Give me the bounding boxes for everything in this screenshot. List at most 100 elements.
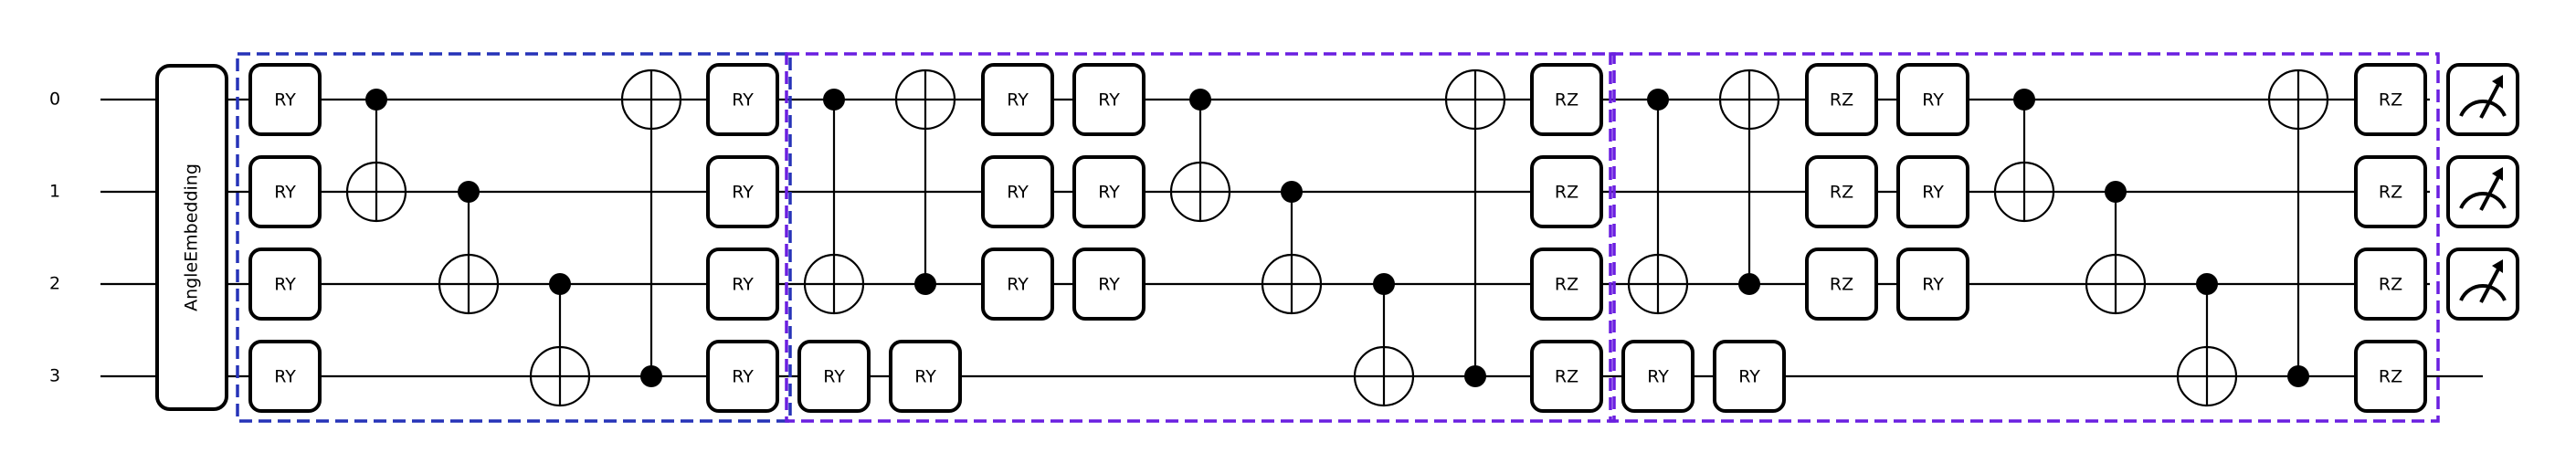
control-dot (1189, 89, 1211, 111)
cnot-c14 (1444, 68, 1506, 387)
cnot-c5 (620, 68, 682, 387)
control-dot (1738, 273, 1760, 295)
gate-box (248, 63, 322, 136)
gate-rz-c24-w3: RZ (2354, 340, 2427, 413)
gate-box (1805, 63, 1878, 136)
gate-label: RZ (2379, 367, 2402, 387)
control-dot (365, 89, 387, 111)
gate-box (1072, 155, 1145, 228)
control-dot (1373, 273, 1395, 295)
gate-box (1072, 63, 1145, 136)
gate-rz-c15-w3: RZ (1530, 340, 1603, 413)
gate-box (1072, 248, 1145, 321)
gate-ry-c6-w1: RY (706, 155, 779, 228)
gate-rz-c18-w0: RZ (1805, 63, 1878, 136)
gate-box (981, 248, 1054, 321)
control-dot (458, 181, 480, 203)
gate-label: RZ (1555, 90, 1578, 111)
control-dot (2287, 365, 2309, 387)
gate-label: RZ (2379, 90, 2402, 111)
gate-label: RY (823, 367, 845, 387)
gate-rz-c18-w2: RZ (1805, 248, 1878, 321)
gate-box (797, 340, 871, 413)
meter-arrowhead-icon (2492, 167, 2503, 181)
template-block-2 (1609, 52, 2440, 423)
gate-box (706, 155, 779, 228)
meter-arc-icon (2459, 192, 2507, 209)
gate-rz-c15-w2: RZ (1530, 248, 1603, 321)
gate-label: RZ (2379, 275, 2402, 295)
gate-box (1896, 63, 1969, 136)
gate-box (706, 63, 779, 136)
gate-ry-c7-w3: RY (797, 340, 871, 413)
cnot-c20 (1993, 89, 2055, 223)
template-block-1 (785, 52, 1616, 423)
gate-label: RZ (1830, 275, 1853, 295)
gate-label: RZ (1830, 90, 1853, 111)
gate-label: RZ (1830, 183, 1853, 203)
wire-label-3: 3 (49, 366, 60, 386)
gate-box (1805, 155, 1878, 228)
cnot-c13 (1353, 273, 1415, 407)
gate-box (1530, 340, 1603, 413)
control-dot (2013, 89, 2035, 111)
gate-rz-c24-w1: RZ (2354, 155, 2427, 228)
gate-rz-c24-w2: RZ (2354, 248, 2427, 321)
gate-label: RY (1738, 367, 1760, 387)
angle-embedding-label: AngleEmbedding (182, 163, 202, 311)
gate-label: RY (274, 183, 296, 203)
wire-label-1: 1 (49, 182, 60, 202)
gate-label: RY (1098, 183, 1120, 203)
gate-box (1896, 248, 1969, 321)
gate-box (1713, 340, 1786, 413)
gate-ry-c10-w2: RY (1072, 248, 1145, 321)
control-dot (2105, 181, 2127, 203)
gate-rz-c15-w1: RZ (1530, 155, 1603, 228)
gate-ry-c17-w3: RY (1713, 340, 1786, 413)
gate-ry-c10-w0: RY (1072, 63, 1145, 136)
gate-box (981, 155, 1054, 228)
gate-box (248, 155, 322, 228)
cnot-c4 (529, 273, 591, 407)
gate-box (1805, 248, 1878, 321)
template-block-0 (236, 52, 792, 423)
measurement-2 (2446, 248, 2519, 321)
meter-box (2446, 248, 2519, 321)
gate-ry-c6-w3: RY (706, 340, 779, 413)
gate-box (2354, 155, 2427, 228)
control-dot (823, 89, 845, 111)
gate-box (706, 248, 779, 321)
gate-rz-c24-w0: RZ (2354, 63, 2427, 136)
control-dot (1281, 181, 1303, 203)
gate-label: RY (914, 367, 936, 387)
gate-label: RY (1922, 275, 1944, 295)
gate-box (889, 340, 962, 413)
gate-ry-c10-w1: RY (1072, 155, 1145, 228)
angle-embedding-box (155, 64, 228, 411)
cnot-c12 (1261, 181, 1323, 315)
gate-box (1621, 340, 1694, 413)
gate-label: RZ (1555, 183, 1578, 203)
gate-rz-c15-w0: RZ (1530, 63, 1603, 136)
gate-box (2354, 63, 2427, 136)
cnot-c7 (803, 89, 865, 315)
gate-box (248, 340, 322, 413)
cnot-c17 (1718, 68, 1780, 295)
gate-box (981, 63, 1054, 136)
gate-label: RY (1647, 367, 1669, 387)
gate-ry-c6-w2: RY (706, 248, 779, 321)
cnot-c8 (894, 68, 956, 295)
gate-label: RY (732, 367, 754, 387)
wire-label-2: 2 (49, 274, 60, 294)
gate-label: RZ (1555, 367, 1578, 387)
gate-label: RY (732, 275, 754, 295)
gate-label: RZ (1555, 275, 1578, 295)
measurement-1 (2446, 155, 2519, 228)
gate-label: RY (1922, 183, 1944, 203)
gate-label: RY (274, 275, 296, 295)
gate-box (248, 248, 322, 321)
gate-ry-c19-w2: RY (1896, 248, 1969, 321)
meter-arc-icon (2459, 284, 2507, 301)
